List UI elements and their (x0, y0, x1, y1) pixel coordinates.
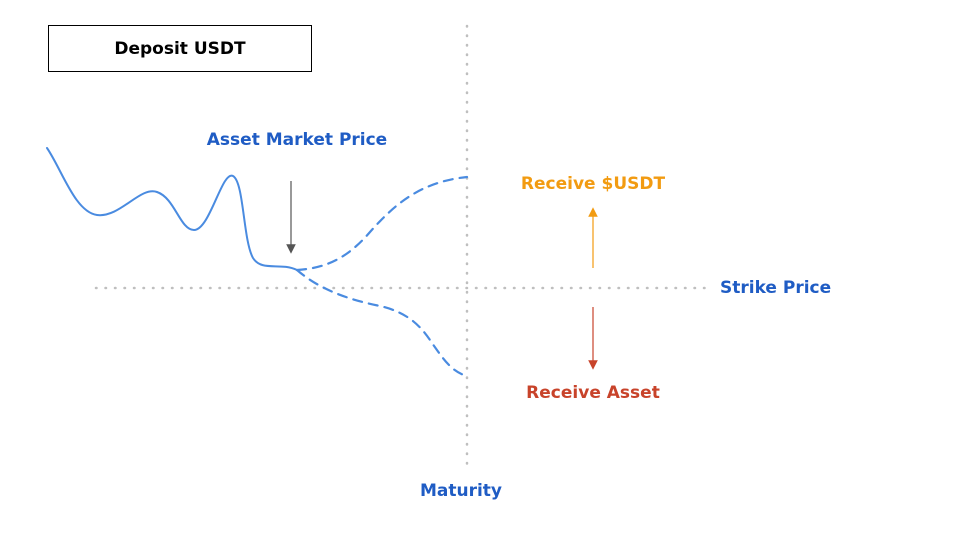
price-history-line (46, 147, 298, 271)
receive-asset-label: Receive Asset (526, 383, 660, 403)
projected-path-down (295, 268, 469, 378)
maturity-label: Maturity (419, 481, 503, 501)
deposit-usdt-title: Deposit USDT (114, 38, 246, 59)
deposit-usdt-title-box: Deposit USDT (48, 25, 312, 72)
projected-path-up (295, 175, 469, 272)
asset-market-price-label: Asset Market Price (206, 130, 388, 150)
receive-usdt-label: Receive $USDT (520, 174, 666, 194)
strike-price-label: Strike Price (720, 278, 832, 298)
